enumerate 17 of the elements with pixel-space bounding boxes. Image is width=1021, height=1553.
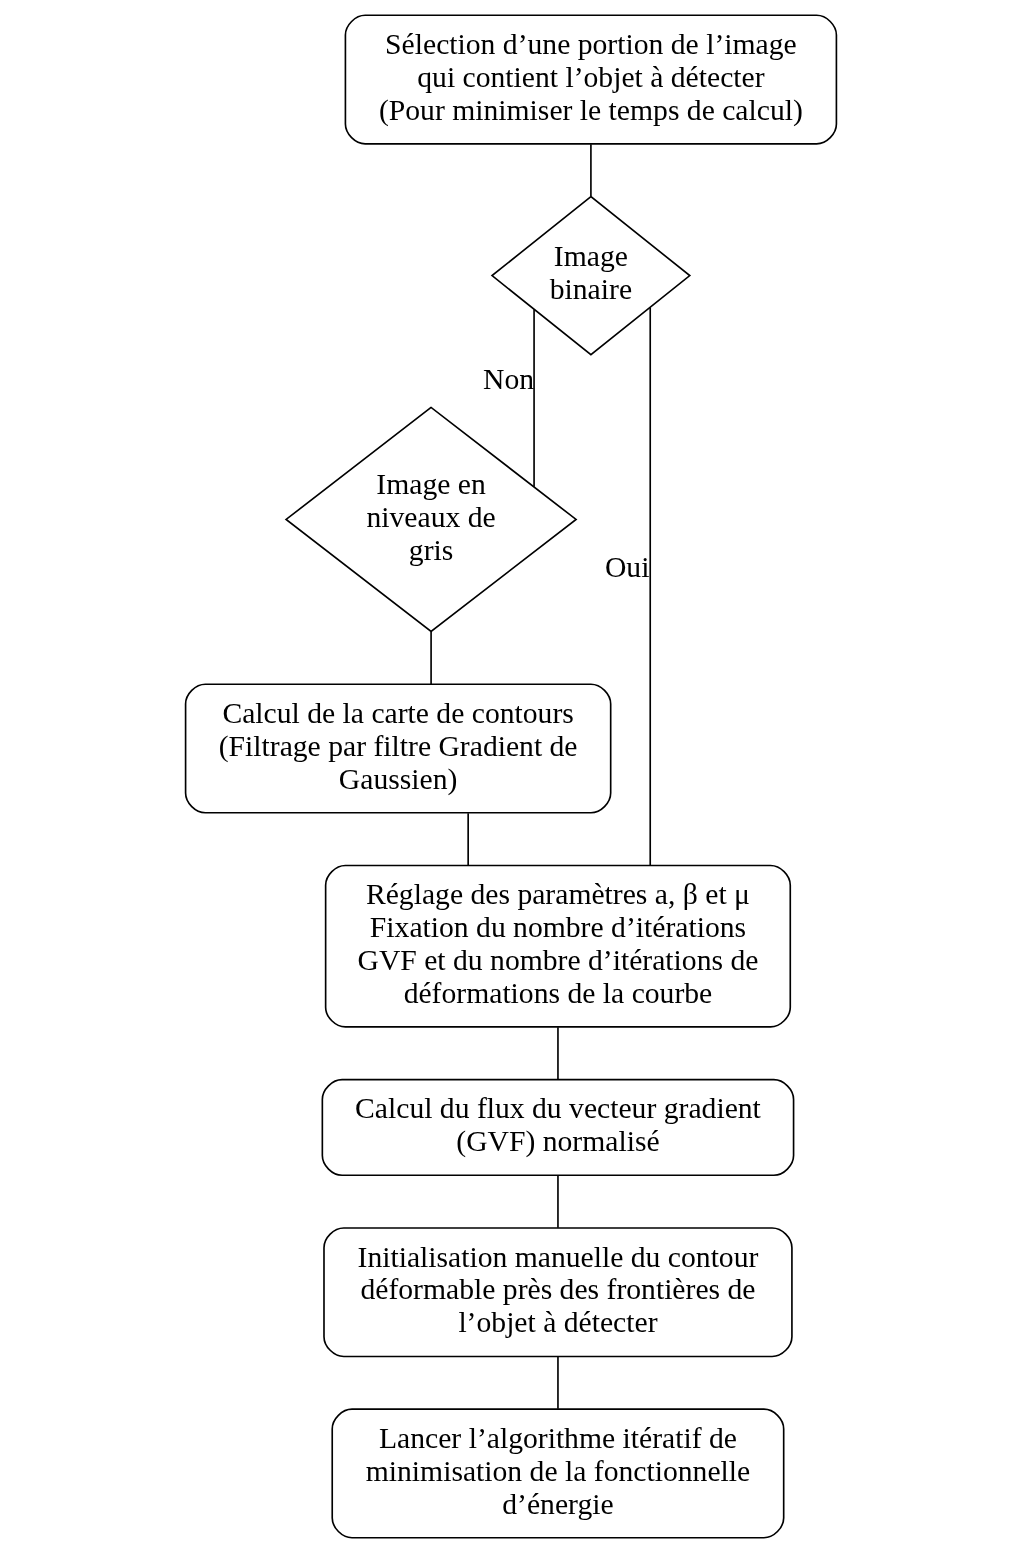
- node-box: Sélection d’une portion de l’image qui contient l’objet à détecter (Pour minimiser le temps de calcul): [344, 14, 837, 145]
- edge-label: Oui: [604, 551, 649, 584]
- connector: [532, 308, 535, 488]
- node-diamond: Image binaire: [490, 195, 691, 356]
- connector: [429, 631, 432, 685]
- node-box: Initialisation manuelle du contour déformable près des frontières de l’objet à détecter: [322, 1227, 793, 1358]
- node-box: Lancer l’algorithme itératif de minimisation de la fonctionnelle d’énergie: [330, 1408, 784, 1539]
- connector: [648, 306, 651, 866]
- connector: [466, 812, 469, 867]
- connector: [556, 1026, 559, 1080]
- node-box: Calcul de la carte de contours (Filtrage par filtre Gradient de Gaussien): [184, 683, 611, 814]
- node-box: Calcul du flux du vecteur gradient (GVF) normalisé: [321, 1078, 794, 1177]
- node-diamond: Image en niveaux de gris: [284, 406, 577, 633]
- connector: [556, 1355, 559, 1410]
- node-box: Réglage des paramètres a, β et μ Fixation du nombre d’itérations GVF et du nombre d’itérations de déformations de la courbe: [324, 864, 791, 1028]
- connector: [556, 1174, 559, 1229]
- connector: [589, 143, 592, 197]
